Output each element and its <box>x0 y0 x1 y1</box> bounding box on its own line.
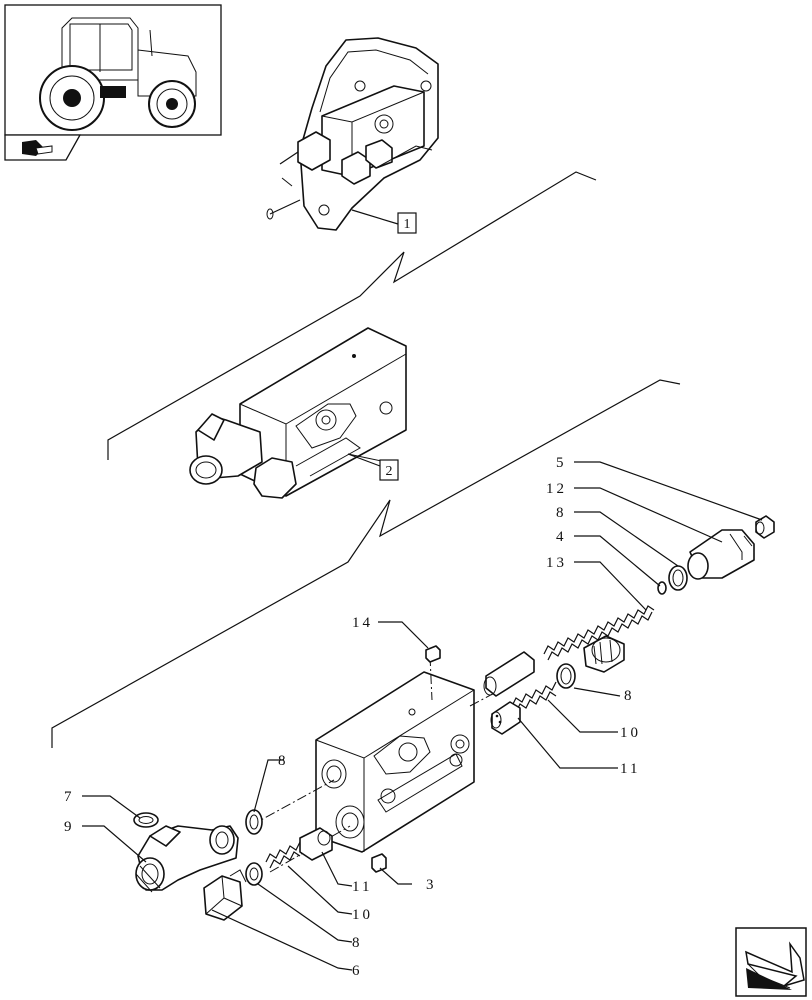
callout-13[interactable]: 13 <box>546 555 567 571</box>
assembly-1-drawing <box>266 37 439 231</box>
break-line-lower <box>51 379 681 748</box>
part-right-cap <box>583 635 625 673</box>
part-7-oring <box>133 812 159 828</box>
leader-box-2 <box>347 453 381 467</box>
part-6-cap <box>203 869 247 921</box>
part-11-plunger-b <box>299 827 333 861</box>
svg-text:1: 1 <box>404 217 411 232</box>
callout-11-right[interactable]: 11 <box>620 761 640 777</box>
part-8-oring-d <box>245 862 263 886</box>
callout-3[interactable]: 3 <box>426 877 437 893</box>
reference-box-2[interactable]: 2 <box>379 459 399 481</box>
callout-4[interactable]: 4 <box>556 529 567 545</box>
break-line-upper <box>107 171 597 460</box>
callout-10-right[interactable]: 10 <box>620 725 641 741</box>
reference-box-1[interactable]: 1 <box>397 212 417 234</box>
assembly-2-drawing <box>189 327 407 499</box>
tractor-thumbnail[interactable] <box>4 4 222 161</box>
svg-text:2: 2 <box>386 464 393 479</box>
callout-6[interactable]: 6 <box>352 963 363 979</box>
leader-box-1 <box>351 209 399 225</box>
callout-9[interactable]: 9 <box>64 819 75 835</box>
valve-body-drawing <box>315 671 475 853</box>
part-11-plunger-a <box>490 701 521 735</box>
part-12-cap <box>687 529 755 580</box>
part-8-oring-b <box>556 663 576 689</box>
part-4-washer <box>657 581 667 595</box>
part-9-elbow <box>135 825 239 893</box>
callout-7[interactable]: 7 <box>64 789 75 805</box>
callout-11-left[interactable]: 11 <box>352 879 372 895</box>
part-10-spring-a <box>511 681 557 713</box>
callout-14[interactable]: 14 <box>352 615 373 631</box>
callout-12[interactable]: 12 <box>546 481 567 497</box>
part-5-plug <box>755 515 775 539</box>
part-3-plug <box>371 853 387 873</box>
part-10-spring-b <box>265 841 301 869</box>
callout-10-left[interactable]: 10 <box>352 907 373 923</box>
next-page-arrow-icon <box>745 941 805 990</box>
part-13-spring <box>543 605 655 661</box>
callout-8-left[interactable]: 8 <box>278 753 289 769</box>
next-page-button[interactable] <box>735 927 807 997</box>
part-sleeve <box>483 651 535 697</box>
callout-5[interactable]: 5 <box>556 455 567 471</box>
page-flip-tab-icon[interactable] <box>4 134 82 161</box>
callout-8-right[interactable]: 8 <box>624 688 635 704</box>
callout-8-bottom[interactable]: 8 <box>352 935 363 951</box>
part-14-plug <box>425 645 441 663</box>
part-8-oring-c <box>245 809 263 835</box>
tractor-locator-icon <box>39 17 197 131</box>
callout-8-upper[interactable]: 8 <box>556 505 567 521</box>
